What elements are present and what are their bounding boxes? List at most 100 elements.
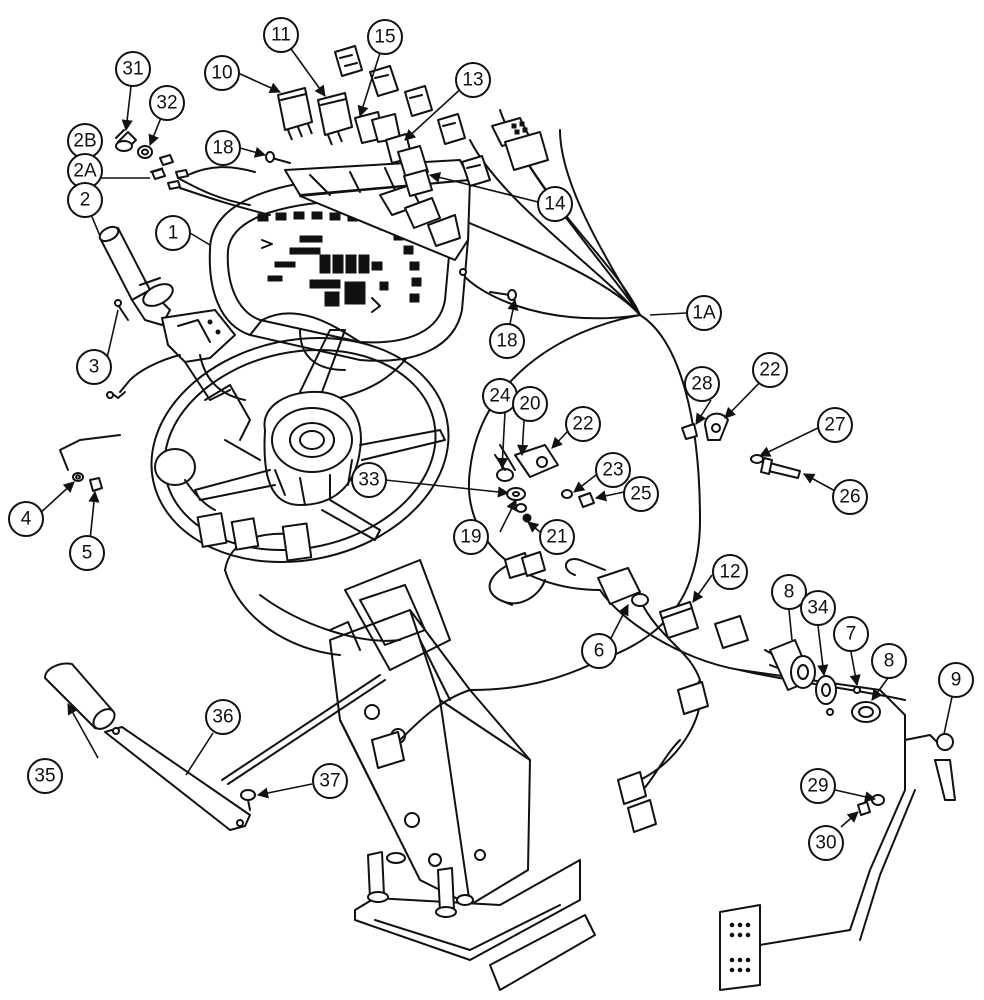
callout-23: 23 bbox=[595, 452, 631, 488]
bracket-hardware bbox=[494, 444, 595, 523]
callout-35: 35 bbox=[27, 758, 63, 794]
ecu-connector-pins bbox=[729, 922, 751, 973]
svg-text:13: 13 bbox=[462, 70, 483, 91]
svg-text:14: 14 bbox=[544, 194, 566, 215]
svg-text:2A: 2A bbox=[73, 161, 97, 182]
callout-15: 15 bbox=[367, 19, 403, 55]
callout-10: 10 bbox=[204, 55, 240, 91]
callout-8-lower: 8 bbox=[871, 643, 907, 679]
callout-30: 30 bbox=[808, 825, 844, 861]
svg-text:18: 18 bbox=[212, 138, 233, 159]
callout-32: 32 bbox=[149, 85, 185, 121]
callout-13: 13 bbox=[455, 62, 491, 98]
svg-text:19: 19 bbox=[460, 527, 481, 548]
harness-connectors-lower bbox=[617, 681, 761, 991]
svg-text:34: 34 bbox=[807, 598, 829, 619]
knob-35 bbox=[44, 662, 116, 730]
svg-text:5: 5 bbox=[82, 543, 93, 564]
svg-text:33: 33 bbox=[358, 470, 379, 491]
svg-text:9: 9 bbox=[951, 670, 962, 691]
callout-20: 20 bbox=[512, 386, 548, 422]
svg-text:29: 29 bbox=[807, 776, 828, 797]
svg-text:1: 1 bbox=[168, 223, 179, 244]
svg-text:32: 32 bbox=[156, 93, 177, 114]
clip-hardware-right bbox=[681, 412, 801, 479]
svg-text:1A: 1A bbox=[692, 303, 716, 324]
callout-1: 1 bbox=[155, 215, 191, 251]
svg-text:23: 23 bbox=[602, 460, 623, 481]
screw-37 bbox=[240, 789, 256, 811]
callout-21: 21 bbox=[539, 519, 575, 555]
callout-31: 31 bbox=[115, 51, 151, 87]
svg-text:21: 21 bbox=[546, 527, 567, 548]
callout-25: 25 bbox=[623, 476, 659, 512]
svg-text:24: 24 bbox=[489, 386, 511, 407]
screws-18 bbox=[265, 151, 517, 301]
svg-text:31: 31 bbox=[122, 59, 143, 80]
ignition-switch-assembly bbox=[764, 639, 956, 801]
callout-2b: 2B bbox=[67, 123, 103, 159]
svg-text:10: 10 bbox=[211, 63, 232, 84]
steering-wheel bbox=[150, 329, 450, 564]
callout-19: 19 bbox=[453, 519, 489, 555]
callout-36: 36 bbox=[205, 699, 241, 735]
callout-6: 6 bbox=[581, 633, 617, 669]
svg-text:37: 37 bbox=[319, 771, 340, 792]
instrument-cluster bbox=[208, 159, 471, 371]
svg-text:15: 15 bbox=[374, 27, 395, 48]
svg-text:27: 27 bbox=[824, 415, 845, 436]
svg-text:30: 30 bbox=[815, 833, 836, 854]
svg-text:4: 4 bbox=[21, 509, 32, 530]
multifunction-lever bbox=[98, 225, 246, 401]
svg-text:3: 3 bbox=[89, 357, 100, 378]
small-parts-31-32 bbox=[115, 129, 271, 216]
svg-text:26: 26 bbox=[839, 487, 860, 508]
callout-37: 37 bbox=[312, 763, 348, 799]
svg-text:11: 11 bbox=[271, 25, 291, 46]
callout-29: 29 bbox=[800, 768, 836, 804]
svg-text:36: 36 bbox=[212, 707, 233, 728]
svg-text:22: 22 bbox=[759, 360, 780, 381]
leader-lines bbox=[36, 34, 953, 828]
floor-plate bbox=[354, 851, 596, 991]
svg-text:6: 6 bbox=[594, 641, 605, 662]
callout-8-upper: 8 bbox=[771, 574, 807, 610]
callout-2: 2 bbox=[67, 182, 103, 218]
rocker-switches bbox=[277, 87, 433, 197]
callout-22-right: 22 bbox=[752, 352, 788, 388]
callout-3: 3 bbox=[76, 349, 112, 385]
callout-4: 4 bbox=[8, 501, 44, 537]
screw-3 bbox=[114, 299, 129, 321]
callout-18-right: 18 bbox=[489, 323, 525, 359]
callout-7: 7 bbox=[833, 616, 869, 652]
steering-column-pedestal bbox=[329, 559, 531, 906]
callout-2a: 2A bbox=[67, 153, 103, 189]
harness-connectors-column bbox=[499, 551, 546, 606]
callout-14: 14 bbox=[537, 186, 573, 222]
callout-11: 11 bbox=[263, 17, 299, 53]
svg-text:8: 8 bbox=[784, 582, 795, 603]
svg-text:8: 8 bbox=[884, 651, 895, 672]
svg-text:12: 12 bbox=[719, 562, 740, 583]
svg-text:7: 7 bbox=[846, 624, 857, 645]
svg-text:28: 28 bbox=[691, 374, 712, 395]
callout-1a: 1A bbox=[686, 295, 722, 331]
callout-18-top: 18 bbox=[205, 130, 241, 166]
harness-connectors-top bbox=[334, 45, 549, 187]
callout-12: 12 bbox=[712, 554, 748, 590]
svg-text:2B: 2B bbox=[73, 131, 96, 152]
callout-5: 5 bbox=[69, 535, 105, 571]
callout-33: 33 bbox=[351, 462, 387, 498]
callout-24: 24 bbox=[482, 378, 518, 414]
switch-6 bbox=[565, 558, 649, 607]
svg-text:2: 2 bbox=[80, 190, 91, 211]
callout-9: 9 bbox=[938, 662, 974, 698]
washer-nut-4-5 bbox=[59, 434, 121, 492]
svg-text:25: 25 bbox=[630, 484, 651, 505]
callout-27: 27 bbox=[817, 407, 853, 443]
svg-text:22: 22 bbox=[572, 414, 593, 435]
svg-text:35: 35 bbox=[34, 766, 55, 787]
svg-text:18: 18 bbox=[496, 331, 517, 352]
callout-22-left: 22 bbox=[565, 406, 601, 442]
